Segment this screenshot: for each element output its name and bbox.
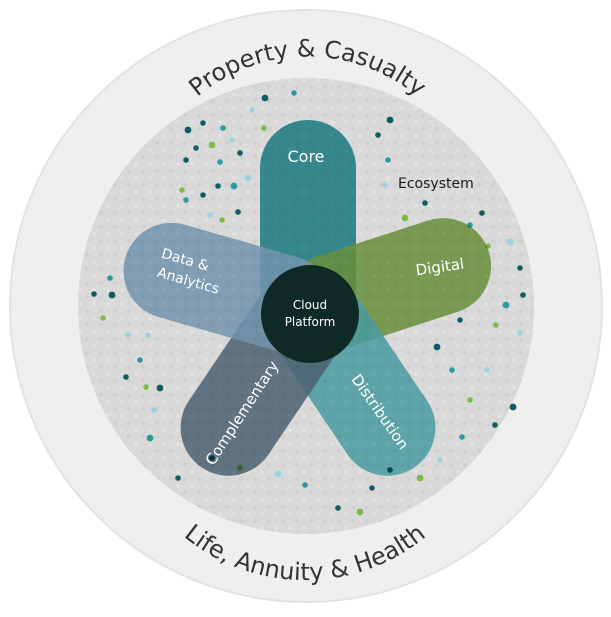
center-disc [261, 265, 359, 363]
ecosystem-dot [215, 183, 221, 189]
ecosystem-dot [183, 197, 189, 203]
ecosystem-dot [220, 125, 226, 131]
ecosystem-dot [467, 397, 473, 403]
ecosystem-dot [200, 192, 206, 198]
ecosystem-dot [335, 505, 341, 511]
ecosystem-dot [356, 508, 364, 516]
ecosystem-dot [401, 214, 409, 222]
ecosystem-dot [449, 367, 455, 373]
ecosystem-dots [91, 90, 526, 516]
ecosystem-dot [244, 174, 252, 182]
ecosystem-dot [479, 210, 485, 216]
ecosystem-dot [108, 291, 116, 299]
ecosystem-dot [493, 322, 499, 328]
ecosystem-dot [237, 150, 243, 156]
ecosystem-dot [385, 157, 391, 163]
ecosystem-dot [506, 238, 514, 246]
center-label-line2: Platform [285, 315, 336, 329]
ecosystem-dot [143, 384, 149, 390]
ecosystem-dot [291, 90, 297, 96]
ecosystem-dot [123, 374, 129, 380]
ecosystem-dot [229, 137, 235, 143]
ecosystem-dot [219, 217, 225, 223]
ecosystem-dot [107, 275, 113, 281]
ecosystem-dot [517, 265, 523, 271]
ecosystem-dot [91, 291, 97, 297]
center-label-line1: Cloud [293, 298, 327, 312]
ecosystem-dot [200, 120, 206, 126]
ecosystem-dot [492, 422, 498, 428]
petal-label-core: Core [287, 147, 324, 166]
ecosystem-dot [302, 482, 308, 488]
ecosystem-dot [261, 125, 267, 131]
ecosystem-dot [125, 332, 131, 338]
ecosystem-dot [369, 485, 375, 491]
ecosystem-dot [520, 292, 526, 298]
ecosystem-dot [156, 384, 164, 392]
ecosystem-dot [437, 457, 443, 463]
ecosystem-dot [184, 126, 192, 134]
ecosystem-dot [193, 145, 199, 151]
ecosystem-label: Ecosystem [398, 176, 474, 192]
ecosystem-dot [230, 182, 238, 190]
ecosystem-dot [100, 315, 106, 321]
ecosystem-dot [375, 132, 381, 138]
ecosystem-dot [502, 301, 510, 309]
ecosystem-dot [235, 209, 241, 215]
ecosystem-dot [416, 474, 424, 482]
ecosystem-dot [459, 434, 465, 440]
ecosystem-dot [175, 475, 181, 481]
ecosystem-dot [151, 407, 157, 413]
ecosystem-dot [274, 470, 282, 478]
ecosystem-dot [146, 434, 154, 442]
ecosystem-dot [386, 116, 394, 124]
ecosystem-dot [179, 187, 185, 193]
ecosystem-dot [261, 94, 269, 102]
ecosystem-dot [457, 317, 463, 323]
ecosystem-dot [422, 200, 428, 206]
ecosystem-dot [183, 157, 189, 163]
ecosystem-dot [517, 330, 523, 336]
ecosystem-dot [509, 403, 517, 411]
ecosystem-dot [484, 367, 490, 373]
ecosystem-dot [433, 343, 441, 351]
ecosystem-dot [208, 141, 216, 149]
ecosystem-dot [145, 332, 151, 338]
ecosystem-dot [137, 357, 143, 363]
ecosystem-dot [382, 182, 388, 188]
ecosystem-dot [249, 107, 255, 113]
ecosystem-dot [217, 159, 223, 165]
ecosystem-dot [207, 212, 213, 218]
